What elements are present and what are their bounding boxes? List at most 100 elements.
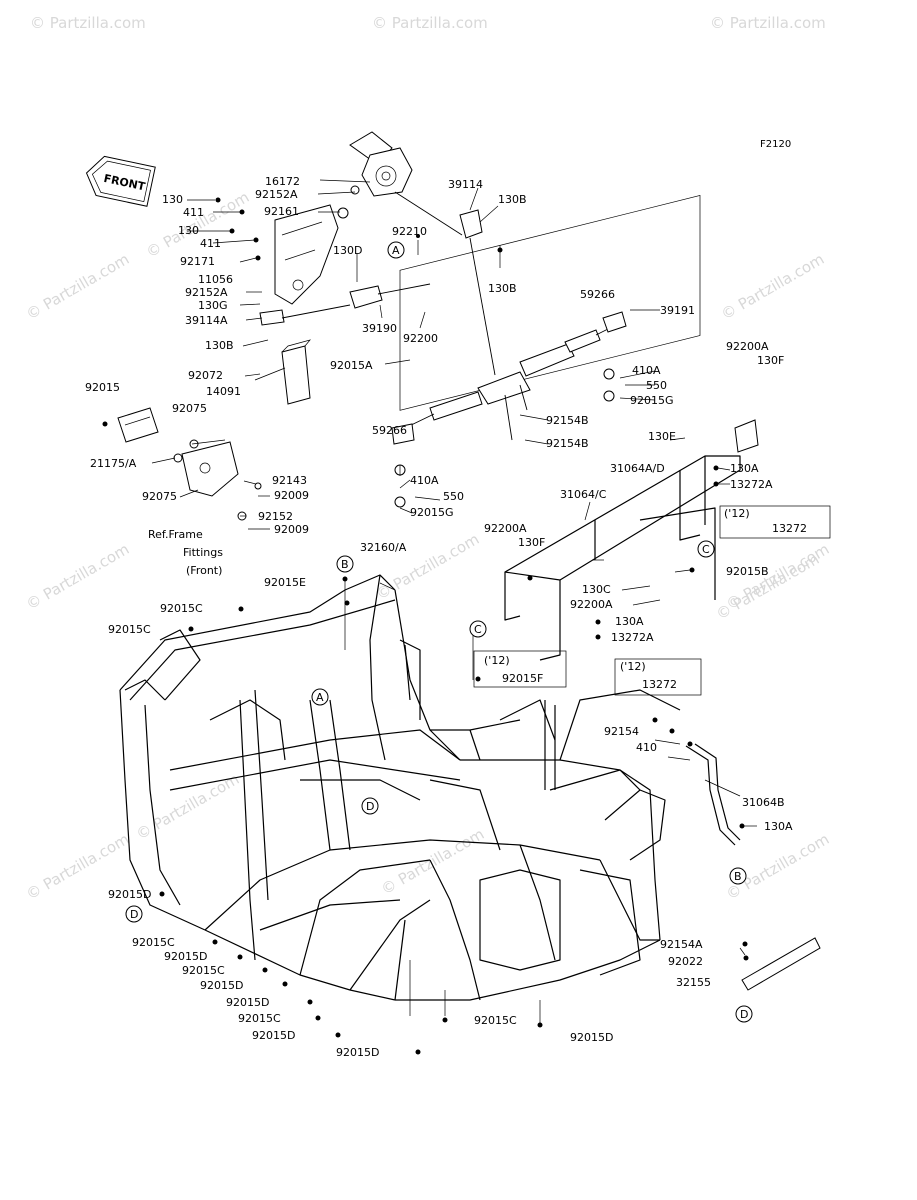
part-label: 130A — [730, 462, 759, 475]
part-label: 130B — [498, 193, 527, 206]
part-label: 92009 — [274, 523, 309, 536]
part-label: 92015G — [630, 394, 674, 407]
part-label: 92200A — [726, 340, 769, 353]
part-label: 92015D — [226, 996, 269, 1009]
part-label: 92210 — [392, 225, 427, 238]
part-label: 92154B — [546, 437, 589, 450]
watermark: © Partzilla.com — [30, 14, 146, 32]
steering-rack — [391, 195, 701, 508]
part-label: 130 — [162, 193, 183, 206]
callout-circles: A A B B C C D D D — [125, 241, 753, 1023]
part-label: 130C — [582, 583, 611, 596]
year-box-13272-upper: ('12) — [719, 505, 831, 539]
part-label: 130F — [518, 536, 545, 549]
part-label: 92015B — [726, 565, 769, 578]
part-label: 130F — [757, 354, 784, 367]
part-label: 92015G — [410, 506, 454, 519]
callout-label: D — [740, 1008, 748, 1021]
callout-label: B — [341, 558, 349, 571]
callout-label: B — [734, 870, 742, 883]
part-label: 13272 — [772, 522, 807, 535]
ref-note-line: Ref.Frame — [148, 528, 203, 541]
callout-label: C — [474, 623, 482, 636]
part-label: 92152A — [255, 188, 298, 201]
part-label: 39114 — [448, 178, 483, 191]
part-label: 130A — [615, 615, 644, 628]
part-label: 92009 — [274, 489, 309, 502]
watermark: © Partzilla.com — [23, 250, 132, 323]
part-label: 16172 — [265, 175, 300, 188]
ref-note-line: (Front) — [186, 564, 222, 577]
part-label: 92200 — [403, 332, 438, 345]
part-label: 92015D — [570, 1031, 613, 1044]
front-arrow-icon: FRONT — [85, 155, 156, 207]
watermark-layer: © Partzilla.com © Partzilla.com © Partzi… — [23, 14, 832, 903]
part-label: 13272A — [611, 631, 654, 644]
watermark: © Partzilla.com — [372, 14, 488, 32]
part-labels: 16172 92152A 92161 130 411 130 411 92171… — [85, 175, 807, 1059]
part-label: 92200A — [484, 522, 527, 535]
callout-label: C — [702, 543, 710, 556]
part-label: 13272 — [642, 678, 677, 691]
part-label: 550 — [646, 379, 667, 392]
leader-lines — [151, 179, 757, 1024]
part-label: 59266 — [580, 288, 615, 301]
part-label: 92015E — [264, 576, 306, 589]
part-label: 92015C — [108, 623, 151, 636]
watermark: © Partzilla.com — [23, 540, 132, 613]
part-label: 130B — [205, 339, 234, 352]
part-label: 92152A — [185, 286, 228, 299]
part-label: 92015D — [252, 1029, 295, 1042]
watermark: © Partzilla.com — [710, 14, 826, 32]
part-label: 92015C — [132, 936, 175, 949]
callout-label: A — [392, 244, 400, 257]
part-label: 130 — [178, 224, 199, 237]
part-label: 550 — [443, 490, 464, 503]
main-frame — [119, 574, 681, 1001]
ref-note-line: Fittings — [183, 546, 223, 559]
part-label: 92015C — [182, 964, 225, 977]
part-label: 92015D — [108, 888, 151, 901]
part-label: 92072 — [188, 369, 223, 382]
part-label: 32155 — [676, 976, 711, 989]
year-note: ('12) — [724, 507, 750, 520]
year-box-92015f: ('12) — [473, 650, 567, 688]
part-label: 13272A — [730, 478, 773, 491]
part-label: 92015A — [330, 359, 373, 372]
part-label: 410 — [636, 741, 657, 754]
part-label: 31064B — [742, 796, 785, 809]
crossmember-upper — [504, 419, 759, 661]
part-label: 31064/C — [560, 488, 607, 501]
part-label: 130D — [333, 244, 362, 257]
part-label: 92015C — [238, 1012, 281, 1025]
part-label: 92154 — [604, 725, 639, 738]
part-label: 411 — [200, 237, 221, 250]
callout-label: D — [366, 800, 374, 813]
part-label: 21175/A — [90, 457, 137, 470]
part-label: 130A — [764, 820, 793, 833]
diagram-id: F2120 — [760, 139, 791, 150]
part-label: 92154A — [660, 938, 703, 951]
part-label: 11056 — [198, 273, 233, 286]
power-steering-unit — [274, 131, 413, 305]
part-label: 92075 — [142, 490, 177, 503]
part-label: 39190 — [362, 322, 397, 335]
part-label: 59266 — [372, 424, 407, 437]
watermark: © Partzilla.com — [378, 825, 487, 898]
part-label: 92200A — [570, 598, 613, 611]
part-label: 92154B — [546, 414, 589, 427]
part-label: 92161 — [264, 205, 299, 218]
part-label: 410A — [410, 474, 439, 487]
watermark: © Partzilla.com — [718, 250, 827, 323]
year-note: ('12) — [484, 654, 510, 667]
part-label: 92015D — [336, 1046, 379, 1059]
part-label: 92143 — [272, 474, 307, 487]
ecu-bracket — [117, 407, 262, 521]
part-label: 92015 — [85, 381, 120, 394]
part-label: 32160/A — [360, 541, 407, 554]
part-label: 92015D — [200, 979, 243, 992]
watermark: © Partzilla.com — [723, 830, 832, 903]
watermark: © Partzilla.com — [713, 550, 822, 623]
part-label: 92171 — [180, 255, 215, 268]
